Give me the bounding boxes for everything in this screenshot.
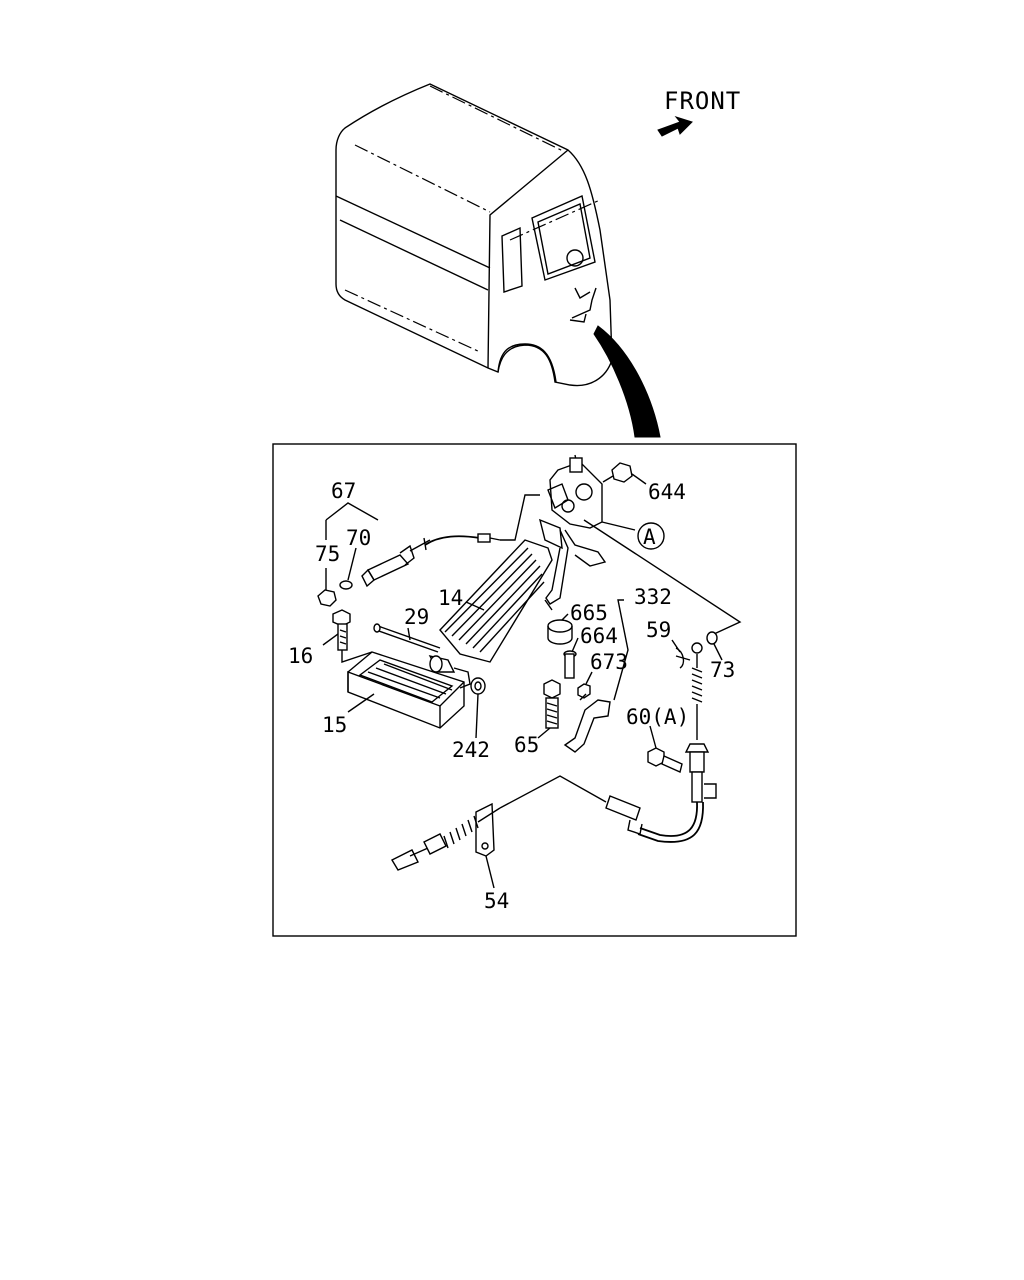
part-label-67: 67 xyxy=(331,479,356,503)
part-label-73: 73 xyxy=(710,658,735,682)
front-label: FRONT xyxy=(664,87,741,115)
accelerator-pedal xyxy=(439,539,553,663)
detail-frame xyxy=(272,443,797,937)
part-label-29: 29 xyxy=(404,605,429,629)
leader-lines xyxy=(322,473,723,889)
cable-end-54 xyxy=(391,802,501,871)
throttle-rod-assembly xyxy=(361,533,501,588)
part-label-65: 65 xyxy=(514,733,539,757)
part-label-242: 242 xyxy=(452,738,490,762)
part-label-673: 673 xyxy=(590,650,628,674)
detail-marker-a xyxy=(637,522,665,550)
bolt-60 xyxy=(647,747,683,773)
stopper-665 xyxy=(547,619,573,645)
front-direction-indicator: FRONT xyxy=(657,87,741,137)
part-label-644: 644 xyxy=(648,480,686,504)
bracket-332 xyxy=(563,693,611,753)
components: A xyxy=(317,454,742,871)
callout-swoosh xyxy=(593,325,661,438)
nut-75 xyxy=(317,589,337,607)
part-label-60: 60(A) xyxy=(626,705,689,729)
bolt-65 xyxy=(543,679,561,729)
front-arrow-icon xyxy=(657,116,693,137)
part-labels: 67 70 75 16 15 29 14 242 644 665 664 673… xyxy=(288,479,735,913)
nut-673 xyxy=(577,683,591,699)
part-label-75: 75 xyxy=(315,542,340,566)
part-label-15: 15 xyxy=(322,713,347,737)
part-label-16: 16 xyxy=(288,644,313,668)
truck-cab-illustration xyxy=(335,83,613,387)
washer-73 xyxy=(706,631,718,645)
bolt-16 xyxy=(332,609,351,651)
washer-242 xyxy=(470,677,486,695)
part-label-70: 70 xyxy=(346,526,371,550)
pedal-base xyxy=(347,651,471,729)
pedal-bracket-assembly xyxy=(538,454,607,611)
detail-marker-a-label: A xyxy=(643,525,656,549)
clip-59 xyxy=(675,647,691,669)
nut-644 xyxy=(611,462,633,483)
throttle-cable-60 xyxy=(499,642,717,843)
part-label-59: 59 xyxy=(646,618,671,642)
part-label-664: 664 xyxy=(580,624,618,648)
bolt-664 xyxy=(563,650,577,679)
part-label-332: 332 xyxy=(634,585,672,609)
part-label-54: 54 xyxy=(484,889,509,913)
part-label-14: 14 xyxy=(438,586,463,610)
part-label-665: 665 xyxy=(570,601,608,625)
washer-70 xyxy=(339,580,353,590)
